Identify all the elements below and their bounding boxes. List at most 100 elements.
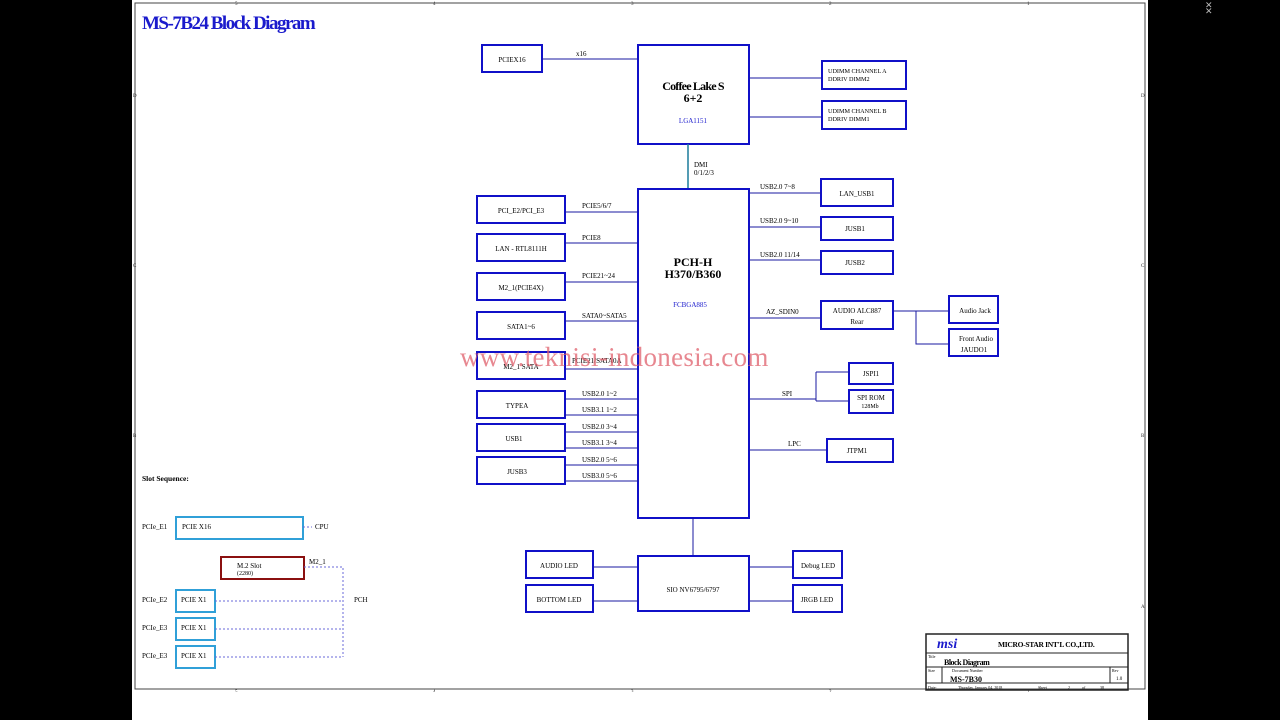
pci-e2-label: PCI_E2/PCI_E3 xyxy=(498,207,545,215)
cpu-block: Coffee Lake S 6+2 LGA1151 xyxy=(637,44,750,145)
sata0-label: SATA0~SATA5 xyxy=(582,312,627,320)
audio-jack-box xyxy=(948,295,999,324)
corner-glyph-icon: ✕✕ xyxy=(1205,1,1213,17)
tick-left-d: D xyxy=(133,94,137,99)
bottom-led-box xyxy=(525,584,594,613)
sheet-total: 38 xyxy=(1100,685,1104,690)
tick-top-4: 4 xyxy=(433,2,436,7)
slot-3-type: PCIE X1 xyxy=(181,596,207,604)
slot-1-label: PCIe_E1 xyxy=(142,523,168,531)
pcie21-label: PCIE21~24 xyxy=(582,272,615,280)
pci-e2-box xyxy=(476,195,566,224)
dimm-b-line2: DDRIV DIMM1 xyxy=(828,116,870,123)
slot-2-type: M.2 Slot xyxy=(237,562,262,570)
debug-led-box xyxy=(792,550,843,579)
tick-right-a: A xyxy=(1141,605,1145,610)
sata-label: SATA1~6 xyxy=(507,323,535,331)
slot-4-type: PCIE X1 xyxy=(181,624,207,632)
sheet-label: Sheet xyxy=(1038,685,1048,690)
jusb3-box xyxy=(476,456,566,485)
lan-label: LAN - RTL8111H xyxy=(495,245,547,253)
of-label: of xyxy=(1082,685,1086,690)
typea-label: TYPEA xyxy=(506,402,529,410)
debug-led-label: Debug LED xyxy=(801,562,835,570)
jrgb-led-box xyxy=(792,584,843,613)
cpu-cores: 6+2 xyxy=(684,91,703,105)
front-audio-wire xyxy=(915,311,949,345)
jusb3-label: JUSB3 xyxy=(507,468,527,476)
slot-1-type: PCIE X16 xyxy=(182,523,211,531)
front-audio-line1: Front Audio xyxy=(959,335,994,343)
sheet-border xyxy=(134,2,1146,690)
tick-top-2: 2 xyxy=(829,2,832,7)
jspi1-label: JSPI1 xyxy=(863,370,880,378)
m2-sata-box xyxy=(476,351,566,380)
slot-bus-line xyxy=(304,566,344,657)
block-diagram: 5 4 3 2 1 5 4 3 2 1 D C B D C B A MS-7B2… xyxy=(133,2,1146,692)
pcie21-sata-label: PCIE21/SATA0A xyxy=(572,357,622,365)
tick-bottom-1: 1 xyxy=(1027,690,1030,692)
dimm-a-box xyxy=(821,60,907,90)
diagram-title: MS-7B24 Block Diagram xyxy=(142,13,316,34)
rev-value: 1.0 xyxy=(1116,677,1123,682)
jusb1-box xyxy=(820,216,894,241)
size-label: Size xyxy=(928,668,935,673)
jusb2-label: JUSB2 xyxy=(845,259,865,267)
usb1-label: USB1 xyxy=(505,435,523,443)
audio-led-box xyxy=(525,550,594,579)
sio-box xyxy=(637,555,750,612)
x16-label: x16 xyxy=(576,50,587,58)
tick-left-c: C xyxy=(133,264,137,269)
audio-codec-box xyxy=(820,300,894,330)
tick-right-c: C xyxy=(1141,264,1145,269)
dimm-a-line2: DDRIV DIMM2 xyxy=(828,76,870,83)
dimm-b-box xyxy=(821,100,907,130)
dmi-label: DMI xyxy=(694,161,708,169)
usb20-910-label: USB2.0 9~10 xyxy=(760,217,799,225)
slot-3-dest: PCH xyxy=(354,596,368,604)
usb20-34-label: USB2.0 3~4 xyxy=(582,423,617,431)
m2-1-label: M2_1(PCIE4X) xyxy=(498,284,544,292)
sata-box xyxy=(476,311,566,340)
tick-right-b: B xyxy=(1141,434,1145,439)
title-label: Title xyxy=(928,654,936,659)
lan-box xyxy=(476,233,566,262)
sio-label: SIO NV6795/6797 xyxy=(666,586,720,594)
audio-led-label: AUDIO LED xyxy=(540,562,578,570)
tick-bottom-4: 4 xyxy=(433,690,436,692)
slot-5-label: PCIe_E3 xyxy=(142,652,168,660)
tick-left-b: B xyxy=(133,434,137,439)
tick-top-1: 1 xyxy=(1027,2,1030,7)
usb20-56-label: USB2.0 5~6 xyxy=(582,456,617,464)
tick-bottom-5: 5 xyxy=(235,690,238,692)
lpc-label: LPC xyxy=(788,440,801,448)
date-value: Thursday, January 04, 2018 xyxy=(958,685,1002,691)
dimm-a-line1: UDIMM CHANNEL A xyxy=(828,68,887,75)
tick-bottom-2: 2 xyxy=(829,690,832,692)
spi-label: SPI xyxy=(782,390,793,398)
jspi1-box xyxy=(848,362,894,385)
dimm-b-line1: UDIMM CHANNEL B xyxy=(828,108,887,115)
sheet-title: Block Diagram xyxy=(944,658,990,667)
spi-rom-line2: 128Mb xyxy=(861,404,878,410)
m2-sata-label: M2_1 SATA xyxy=(503,363,538,371)
az-sdin0-label: AZ_SDIN0 xyxy=(766,308,799,316)
cpu-name: Coffee Lake S xyxy=(662,79,725,93)
bottom-led-label: BOTTOM LED xyxy=(537,596,582,604)
usb31-12-label: USB3.1 1~2 xyxy=(582,406,617,414)
dmi-lanes: 0/1/2/3 xyxy=(694,169,714,177)
front-audio-line2: JAUDO1 xyxy=(961,346,988,354)
doc-number-label: Document Number xyxy=(952,668,983,673)
pcie8-label: PCIE8 xyxy=(582,234,601,242)
m2-1-box xyxy=(476,272,566,301)
jrgb-led-label: JRGB LED xyxy=(801,596,833,604)
audio-codec-line2: Rear xyxy=(850,318,864,326)
usb20-78-label: USB2.0 7~8 xyxy=(760,183,795,191)
slot-2-type2: (2280) xyxy=(237,570,253,577)
jusb1-label: JUSB1 xyxy=(845,225,865,233)
slot-1-dest: CPU xyxy=(315,523,329,531)
usb30-56-label: USB3.0 5~6 xyxy=(582,472,617,480)
slot-2-box xyxy=(220,556,305,580)
watermark: www.teknisi-indonesia.com xyxy=(460,342,769,372)
sheet-number: 2 xyxy=(1068,685,1070,690)
